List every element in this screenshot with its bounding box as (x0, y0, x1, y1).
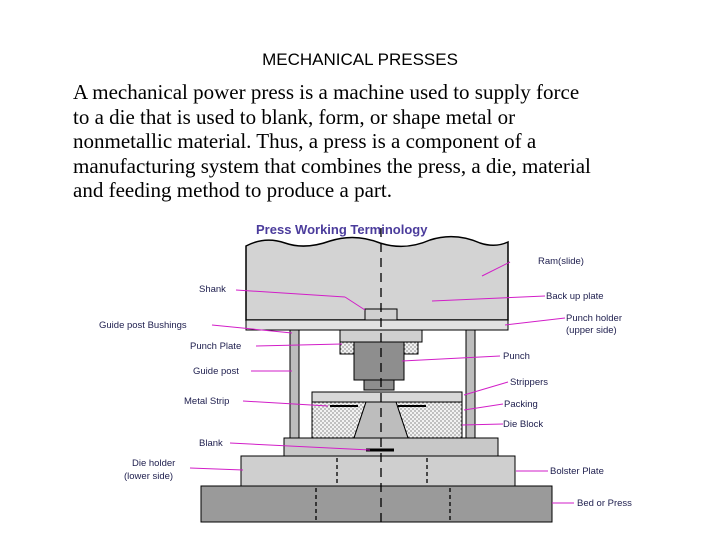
label-punch-plate: Punch Plate (190, 341, 241, 352)
leader-lines (189, 261, 574, 504)
press-bed (200, 485, 553, 523)
ram-slide (245, 235, 509, 321)
punch-plate-right-clamp (403, 341, 419, 355)
strippers (311, 391, 463, 403)
label-guide-post: Guide post (193, 366, 239, 377)
paragraph-line: manufacturing system that combines the p… (73, 153, 591, 178)
label-punch: Punch (503, 351, 530, 362)
slide-paragraph: A mechanical power press is a machine us… (73, 80, 693, 203)
paragraph-line: A mechanical power press is a machine us… (73, 80, 580, 104)
label-metal-strip: Metal Strip (184, 396, 229, 407)
label-shank: Shank (199, 284, 226, 295)
label-die-holder-sub: (lower side) (124, 471, 173, 482)
punch-plate-left-clamp (339, 341, 355, 355)
paragraph-line: nonmetallic material. Thus, a press is a… (73, 129, 537, 153)
bolster-plate (240, 455, 516, 487)
guide-post-left (289, 329, 300, 441)
paragraph-line: and feeding method to produce a part. (73, 178, 392, 202)
label-punch-holder-sub: (upper side) (566, 325, 617, 336)
slide-heading: MECHANICAL PRESSES (262, 50, 458, 69)
label-packing: Packing (504, 399, 538, 410)
punch-holder (245, 319, 509, 331)
label-strippers: Strippers (510, 377, 548, 388)
punch-body (353, 341, 405, 381)
punch-tip (363, 379, 395, 391)
paragraph-line: to a die that is used to blank, form, or… (73, 104, 516, 129)
label-die-holder: Die holder (132, 458, 175, 469)
label-guide-post-bushings: Guide post Bushings (99, 320, 187, 331)
label-bolster-plate: Bolster Plate (550, 466, 604, 477)
label-back-up-plate: Back up plate (546, 291, 604, 302)
label-bed-or-press: Bed or Press (577, 498, 632, 509)
guide-post-right (465, 329, 476, 441)
label-die-block: Die Block (503, 419, 543, 430)
label-punch-holder: Punch holder (566, 313, 622, 324)
label-ram: Ram(slide) (538, 256, 584, 267)
diagram-title: Press Working Terminology (256, 222, 428, 237)
label-blank: Blank (199, 438, 223, 449)
